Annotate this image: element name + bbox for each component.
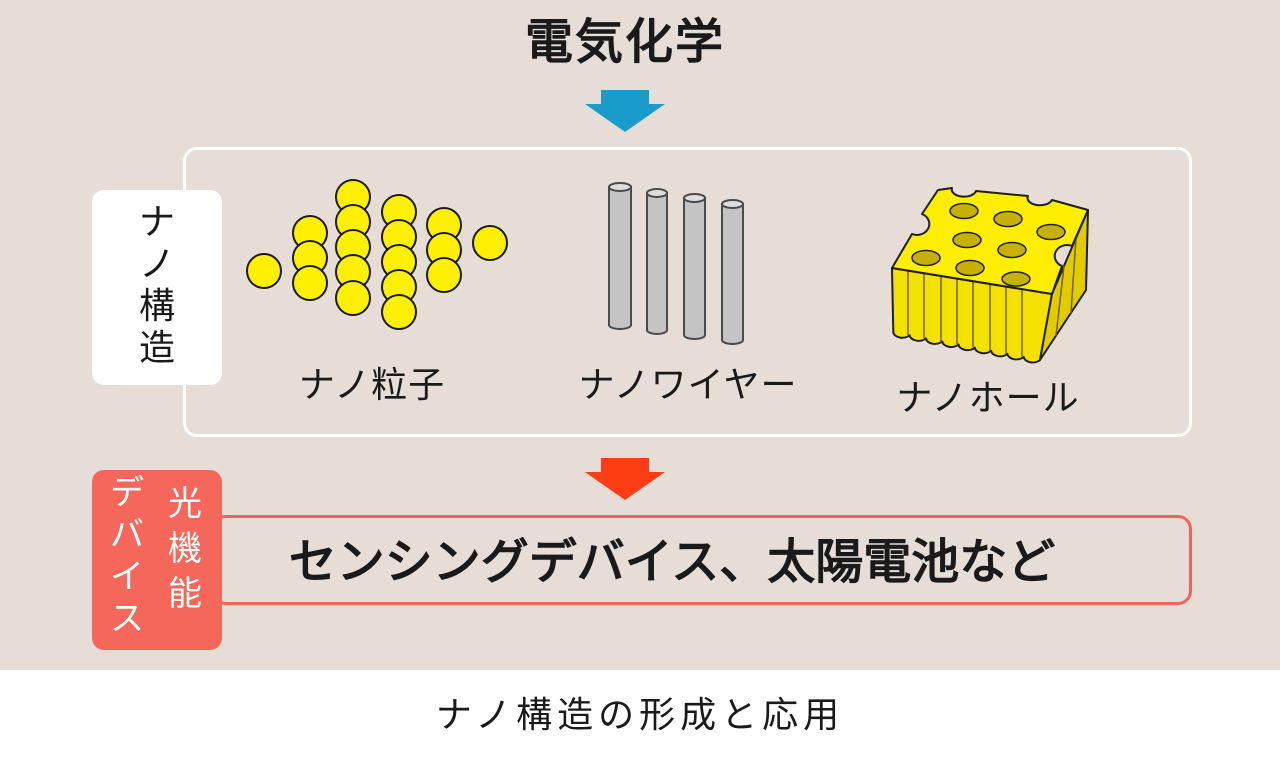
nanoparticle-label: ナノ粒子 (298, 364, 446, 405)
figure-caption: ナノ構造の形成と応用 (435, 694, 845, 735)
nanohole-label: ナノホール (896, 377, 1080, 418)
caption-area (0, 670, 1280, 760)
nano-structure-tag: ナノ構造 (92, 190, 222, 385)
functional-device-tag: 光機能 デバイス (92, 470, 222, 650)
nanowire-label: ナノワイヤー (578, 364, 798, 405)
functional-device-tag-line1: 光機能 (168, 485, 202, 613)
diagram-title: 電気化学 (524, 16, 725, 69)
device-applications-text: センシングデバイス、太陽電池など (288, 536, 1056, 589)
functional-device-tag-line2: デバイス (110, 474, 144, 638)
nano-structure-tag-label: ナノ構造 (138, 201, 175, 368)
